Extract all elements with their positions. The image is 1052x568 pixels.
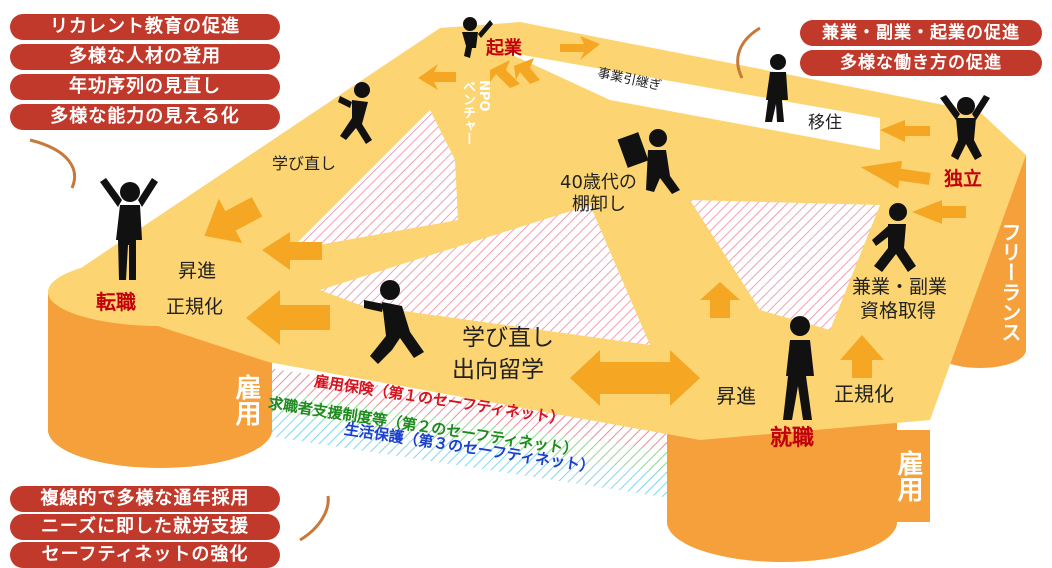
node-tenshoku: 転職 <box>96 290 136 314</box>
person-box-carrier <box>617 129 680 194</box>
label-center-1: 学び直し <box>462 325 554 351</box>
label-tanaoroshi-2: 棚卸し <box>572 194 626 215</box>
pill-diverse-talent: 多様な人材の登用 <box>10 44 280 70</box>
pill-employment-support: ニーズに即した就労支援 <box>10 514 280 540</box>
pointer-arrow-right <box>736 26 761 79</box>
person-running-top <box>338 82 372 144</box>
person-center <box>364 280 424 364</box>
pointer-arrow-bottom <box>299 495 330 542</box>
label-freelance: フリーランス <box>998 222 1022 342</box>
label-ijuu: 移住 <box>808 113 842 133</box>
pill-safety-net: セーフティネットの強化 <box>10 542 280 568</box>
person-shushoku <box>783 316 814 420</box>
person-dokuritsu <box>940 95 990 160</box>
pill-sidejob: 兼業・副業・起業の促進 <box>800 20 1042 46</box>
label-seikika-bottom: 正規化 <box>834 382 894 406</box>
flow-arrows <box>204 36 966 406</box>
pill-seniority: 年功序列の見直し <box>10 74 280 100</box>
label-koyou-right: 雇用 <box>893 450 923 502</box>
label-kengyou-2: 資格取得 <box>860 300 937 322</box>
safety-net-band-1 <box>268 368 670 452</box>
pill-workstyle: 多様な働き方の促進 <box>800 50 1042 76</box>
node-kigyou: 起業 <box>486 38 522 59</box>
arrow-center-right <box>570 350 700 406</box>
pill-year-round-hiring: 複線的で多様な通年採用 <box>10 486 280 512</box>
label-venture: ベンチャー <box>460 80 475 145</box>
node-dokuritsu: 独立 <box>944 168 983 190</box>
void-top-right <box>506 52 880 150</box>
void-right <box>690 200 880 330</box>
person-kengyou <box>872 203 916 272</box>
pointer-arrow-left <box>29 138 77 189</box>
pill-visible-ability: 多様な能力の見える化 <box>10 104 280 130</box>
void-left <box>290 110 458 250</box>
label-kengyou-1: 兼業・副業 <box>852 276 948 298</box>
people-figures <box>100 17 990 420</box>
label-center-2: 出向留学 <box>452 357 544 383</box>
label-seikika-left: 正規化 <box>166 296 224 318</box>
pill-recurrent: リカレント教育の促進 <box>10 14 280 40</box>
safety-net-band-3 <box>268 412 670 498</box>
safety-net-band-2 <box>268 390 670 474</box>
person-tenshoku <box>100 178 158 280</box>
label-koyou-left: 雇用 <box>231 374 261 426</box>
label-tanaoroshi-1: 40歳代の <box>560 172 637 193</box>
person-ijuu <box>765 54 788 122</box>
label-npo: NPO <box>476 80 491 112</box>
node-shushoku: 就職 <box>770 426 815 451</box>
label-shoushin-left: 昇進 <box>178 260 217 282</box>
person-kigyou <box>462 17 493 58</box>
label-manabinaoshi-top: 学び直し <box>272 154 337 173</box>
arrow-left-center <box>246 290 330 345</box>
label-shoushin-bottom: 昇進 <box>716 384 756 408</box>
